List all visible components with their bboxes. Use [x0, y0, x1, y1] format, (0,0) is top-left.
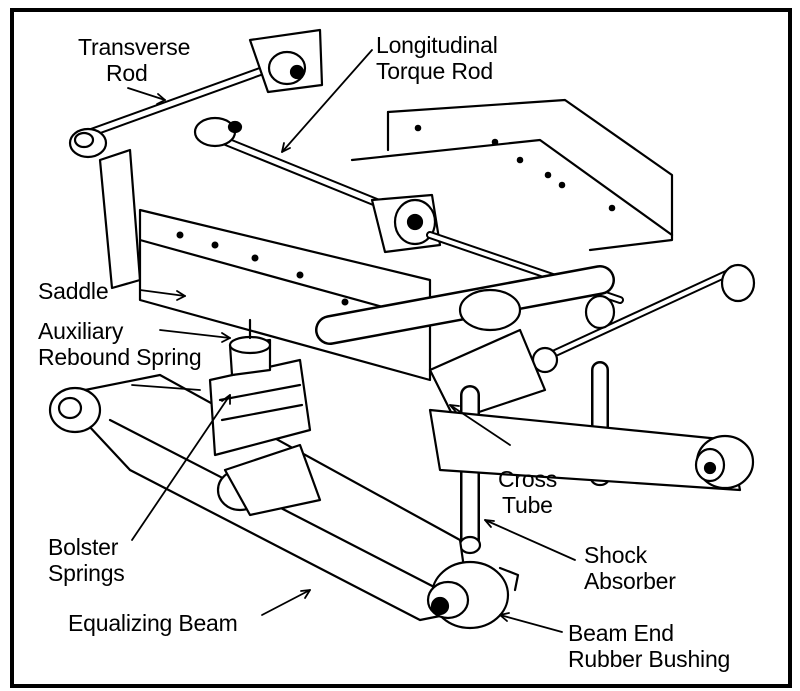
beam-end-rubber-bushing: [426, 560, 520, 630]
label-line: Auxiliary: [38, 318, 124, 344]
label-line: Shock: [584, 542, 647, 568]
leader-lines: [127, 49, 576, 633]
rear-equalizing-beam: [428, 408, 755, 492]
label-line: Beam End: [568, 620, 674, 646]
label-saddle: Saddle: [38, 278, 109, 304]
label-line: Rubber Bushing: [568, 646, 731, 672]
label-line: Longitudinal: [376, 32, 498, 58]
cross-tube: [315, 265, 615, 422]
label-line: Rebound Spring: [38, 344, 202, 370]
label-line: Absorber: [584, 568, 676, 594]
label-auxiliary-rebound-spring: Auxiliary Rebound Spring: [38, 318, 202, 370]
label-line: Rod: [106, 60, 148, 86]
label-equalizing-beam: Equalizing Beam: [68, 610, 238, 636]
bolster-springs: [208, 318, 312, 457]
label-bolster-springs: Bolster Springs: [48, 534, 125, 586]
equalizing-beam: [48, 373, 472, 622]
label-line: Torque Rod: [376, 58, 493, 84]
label-transverse-rod: Transverse Rod: [78, 34, 190, 86]
rear-frame-plate: [350, 98, 674, 252]
label-line: Tube: [502, 492, 553, 518]
label-longitudinal-torque-rod: Longitudinal Torque Rod: [376, 32, 498, 84]
label-line: Saddle: [38, 278, 109, 304]
longitudinal-torque-rod: [193, 116, 442, 254]
label-line: Cross: [498, 466, 558, 492]
label-cross-tube: Cross Tube: [498, 466, 557, 518]
label-line: Springs: [48, 560, 125, 586]
label-line: Transverse: [78, 34, 191, 60]
transverse-rod: [68, 28, 324, 159]
label-line: Equalizing Beam: [68, 610, 238, 636]
label-beam-end-rubber-bushing: Beam End Rubber Bushing: [568, 620, 730, 672]
label-line: Bolster: [48, 534, 119, 560]
rear-transverse-rod: [426, 231, 756, 374]
label-shock-absorber: Shock Absorber: [584, 542, 676, 594]
